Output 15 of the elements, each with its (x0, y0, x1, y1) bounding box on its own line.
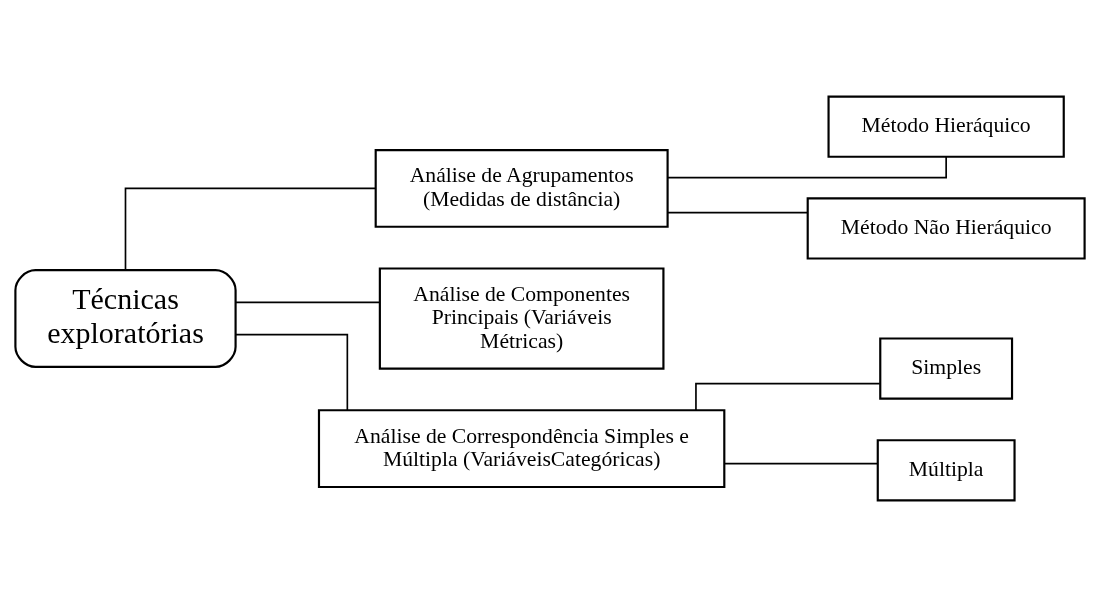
connector (235, 301, 381, 304)
connector (723, 462, 879, 465)
node-box: Método Hieráquico (827, 95, 1065, 158)
connector (234, 333, 349, 411)
node-box: Técnicas exploratórias (14, 269, 237, 368)
node-box: Método Não Hieráquico (806, 197, 1086, 260)
node-box: Análise de Componentes Principais (Variáveis Métricas) (378, 267, 665, 370)
connector (695, 382, 881, 411)
node-box: Análise de Correspondência Simples e Múltipla (VariáveisCategóricas) (317, 409, 726, 489)
connector (124, 187, 377, 271)
node-box: Análise de Agrupamentos (Medidas de distância) (374, 148, 669, 228)
connector (666, 156, 947, 179)
node-box: Múltipla (876, 439, 1016, 502)
connector (666, 211, 809, 214)
node-box: Simples (879, 337, 1014, 400)
